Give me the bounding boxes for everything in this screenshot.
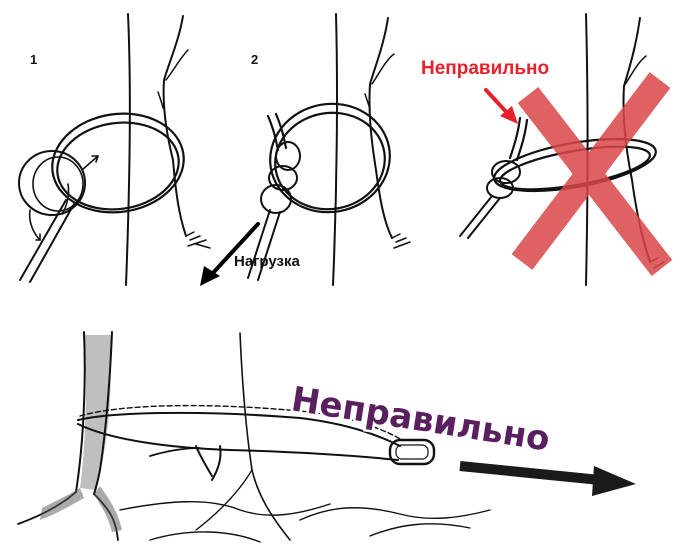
thin-tree-trunk: [196, 333, 290, 540]
wrong-label-top: Неправильно: [421, 58, 549, 79]
tree-trunk-2: [333, 14, 410, 285]
wrong-label-bottom: Неправильно: [289, 379, 553, 459]
load-label: Нагрузка: [234, 253, 300, 270]
big-tree-trunk: [18, 332, 122, 540]
cross-icon: [522, 80, 662, 268]
ground-roots: [120, 502, 490, 542]
step-number-2: 2: [251, 52, 258, 67]
arrow-icon: [592, 466, 636, 496]
red-pointer-arrow: [486, 90, 518, 124]
top-row: 1 2: [19, 14, 664, 286]
tree-trunk-1: [126, 14, 210, 285]
step-number-1: 1: [30, 52, 37, 67]
panel-step-2: 2 Нагруз: [200, 14, 410, 286]
panel-wrong-top: Неправильно: [421, 14, 664, 285]
rope-loop-1: [19, 105, 190, 282]
panel-wrong-bottom: Неправильно: [18, 332, 636, 542]
panel-step-1: 1: [19, 14, 210, 285]
direction-arrow: [460, 466, 636, 496]
